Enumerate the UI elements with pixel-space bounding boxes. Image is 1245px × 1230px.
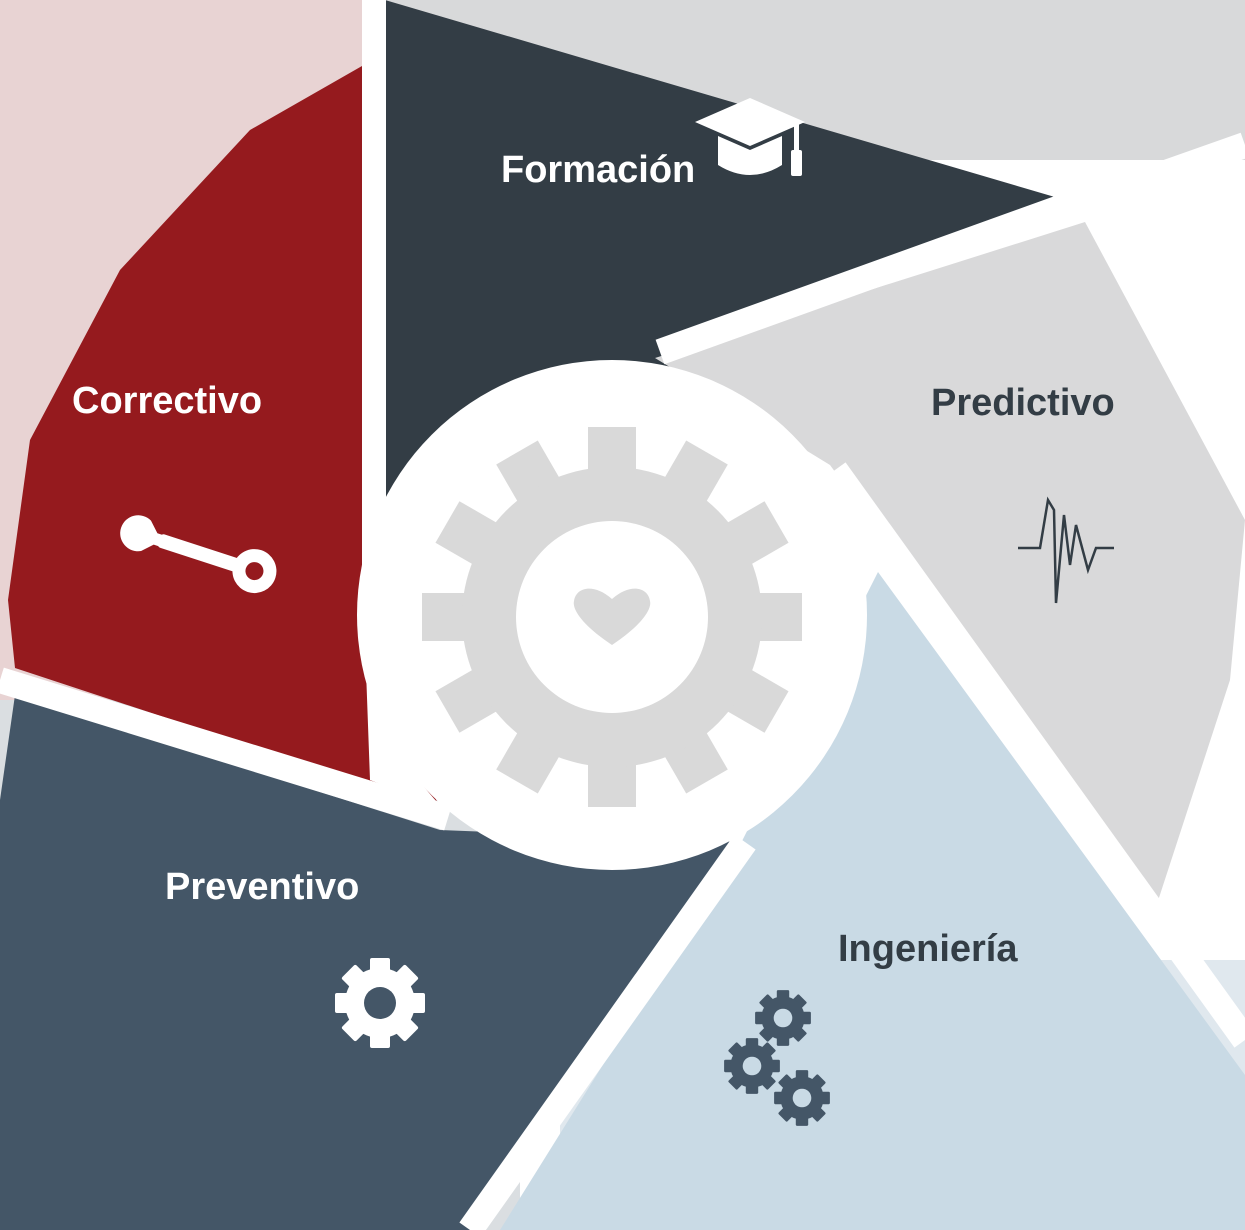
- label-predictivo: Predictivo: [931, 382, 1115, 424]
- label-ingenieria: Ingeniería: [838, 928, 1018, 970]
- segment-predictivo[interactable]: [655, 222, 1245, 910]
- hub-swirl-correctivo: [362, 560, 445, 810]
- wrench-icon: [120, 515, 277, 594]
- segment-correctivo[interactable]: [8, 66, 440, 808]
- graduation-cap-icon: [695, 98, 805, 176]
- gear-with-heart-icon: [422, 427, 802, 807]
- gear-icon: [335, 958, 425, 1048]
- label-correctivo: Correctivo: [72, 380, 263, 422]
- gears-cluster-icon: [724, 990, 830, 1126]
- label-preventivo: Preventivo: [165, 866, 360, 908]
- label-formacion: Formación: [501, 149, 696, 191]
- segment-ingenieria[interactable]: [500, 572, 1245, 1230]
- heartbeat-line-icon: [1018, 496, 1114, 604]
